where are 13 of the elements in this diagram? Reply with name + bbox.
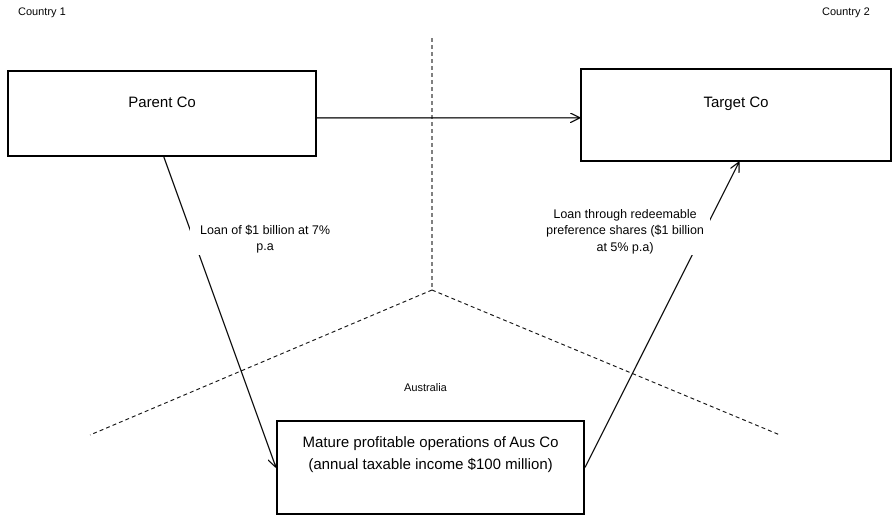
box-text: Target Co — [703, 93, 769, 113]
box-text: Parent Co — [128, 93, 196, 113]
arrow — [584, 161, 740, 468]
region-label: Australia — [404, 382, 447, 394]
process-box — [276, 420, 585, 515]
arrow — [163, 156, 278, 468]
region-label: Country 1 — [18, 6, 66, 18]
arrow — [317, 112, 581, 124]
process-box — [580, 68, 892, 162]
region-label: Country 2 — [822, 6, 870, 18]
process-box — [7, 70, 317, 157]
box-text: Mature profitable operations of Aus Co — [302, 433, 558, 453]
box-text: (annual taxable income $100 million) — [308, 454, 553, 475]
